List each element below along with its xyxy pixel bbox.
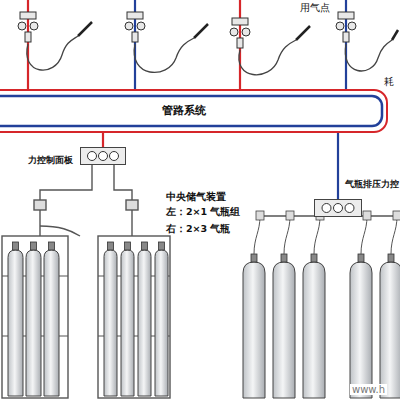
cylinder-valve xyxy=(49,242,55,250)
storage-note: 左：2×1 气瓶组 xyxy=(166,207,241,217)
gas-cylinder xyxy=(303,262,325,398)
storage-title: 中央储气装置 xyxy=(166,191,226,202)
gas-cylinder xyxy=(350,262,372,398)
cylinder-valve xyxy=(108,242,114,250)
gas-cylinder xyxy=(380,262,400,398)
torches xyxy=(78,22,398,40)
gas-cylinder xyxy=(8,250,23,396)
cylinder-valve xyxy=(13,242,19,250)
pressure-gauge xyxy=(334,204,343,213)
cylinder-valve xyxy=(311,254,317,262)
gas-cylinders xyxy=(8,211,400,398)
cylinder-valve xyxy=(281,254,287,262)
manifold-valve xyxy=(393,211,400,220)
left-manifold xyxy=(34,165,138,236)
pipe-loop xyxy=(0,96,382,126)
feeder-pipes xyxy=(28,0,346,90)
node-label: 管路系统 xyxy=(159,105,209,117)
pressure-gauge xyxy=(88,152,97,161)
pipe-connector xyxy=(102,133,104,147)
gas-cylinder xyxy=(104,250,117,396)
cylinder-valve xyxy=(159,242,165,250)
pigtail-hose xyxy=(361,216,367,254)
cylinder-valve xyxy=(125,242,131,250)
consumption-label: 耗 xyxy=(384,76,394,87)
gas-cylinder xyxy=(44,250,59,396)
cylinder-valve xyxy=(31,242,37,250)
gas-cylinder xyxy=(121,250,134,396)
piping-band: 管路系统 xyxy=(0,89,388,133)
gas-cylinder xyxy=(273,262,295,398)
node-label: 力控制面板 xyxy=(28,156,73,166)
pigtail-hose xyxy=(314,216,320,254)
pressure-gauge xyxy=(110,152,119,161)
hoses xyxy=(27,36,392,75)
cylinder-racks xyxy=(2,236,170,398)
pigtail-hose xyxy=(391,216,397,254)
node-label: 气瓶排压力控 xyxy=(345,180,399,189)
rack-frame xyxy=(2,236,68,398)
cylinder-valve xyxy=(388,254,394,262)
pressure-gauge xyxy=(322,204,331,213)
manifold-valve xyxy=(286,211,294,220)
storage-note: 右：2×3 气瓶 xyxy=(166,224,231,234)
pigtail-hose xyxy=(284,216,290,254)
rack-frame xyxy=(98,236,170,398)
panel-gauges xyxy=(81,148,125,164)
manifold-valve xyxy=(363,211,371,220)
gas-cylinder xyxy=(26,250,41,396)
gas-cylinder xyxy=(243,262,265,398)
panel-gauges xyxy=(315,200,361,216)
gas-cylinder xyxy=(155,250,168,396)
watermark: www.h xyxy=(350,384,387,395)
use-point-label: 用气点 xyxy=(300,2,330,13)
pressure-control-panel: 力控制面板 xyxy=(80,147,126,165)
cylinder-valve xyxy=(142,242,148,250)
manifold-valve xyxy=(256,211,264,220)
pressure-gauge xyxy=(99,152,108,161)
cylinder-control-panel: 气瓶排压力控 xyxy=(314,199,362,217)
cylinder-valve xyxy=(251,254,257,262)
gas-cylinder xyxy=(138,250,151,396)
pressure-gauge xyxy=(345,204,354,213)
cylinder-valve xyxy=(358,254,364,262)
pipe-connector xyxy=(337,133,339,199)
pigtail-hose xyxy=(254,216,260,254)
